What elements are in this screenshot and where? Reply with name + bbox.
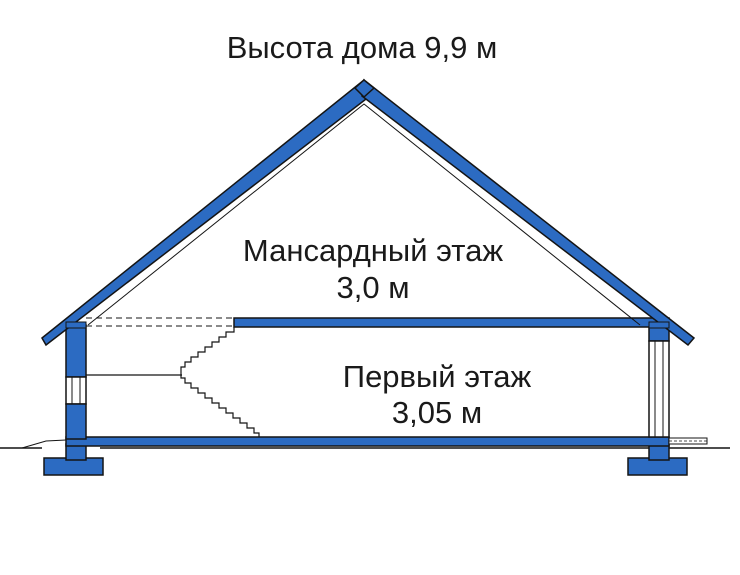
first-floor-label: Первый этаж (342, 359, 532, 394)
stair-opening-dashes (86, 317, 234, 327)
house-height-title: Высота дома 9,9 м (226, 30, 498, 65)
first-floor-height: 3,05 м (391, 395, 483, 430)
staircase (180, 327, 260, 437)
left-eave-post (65, 321, 87, 329)
right-eave-post (648, 321, 670, 329)
left-wall (65, 324, 87, 440)
roof (41, 78, 696, 347)
right-wall (648, 324, 670, 438)
ground-line (0, 439, 730, 449)
ground-floor-slab (65, 436, 670, 447)
attic-floor-height: 3,0 м (336, 270, 410, 305)
attic-floor-slab (233, 317, 670, 328)
attic-floor-label: Мансардный этаж (242, 233, 504, 268)
porch-step (668, 437, 708, 445)
